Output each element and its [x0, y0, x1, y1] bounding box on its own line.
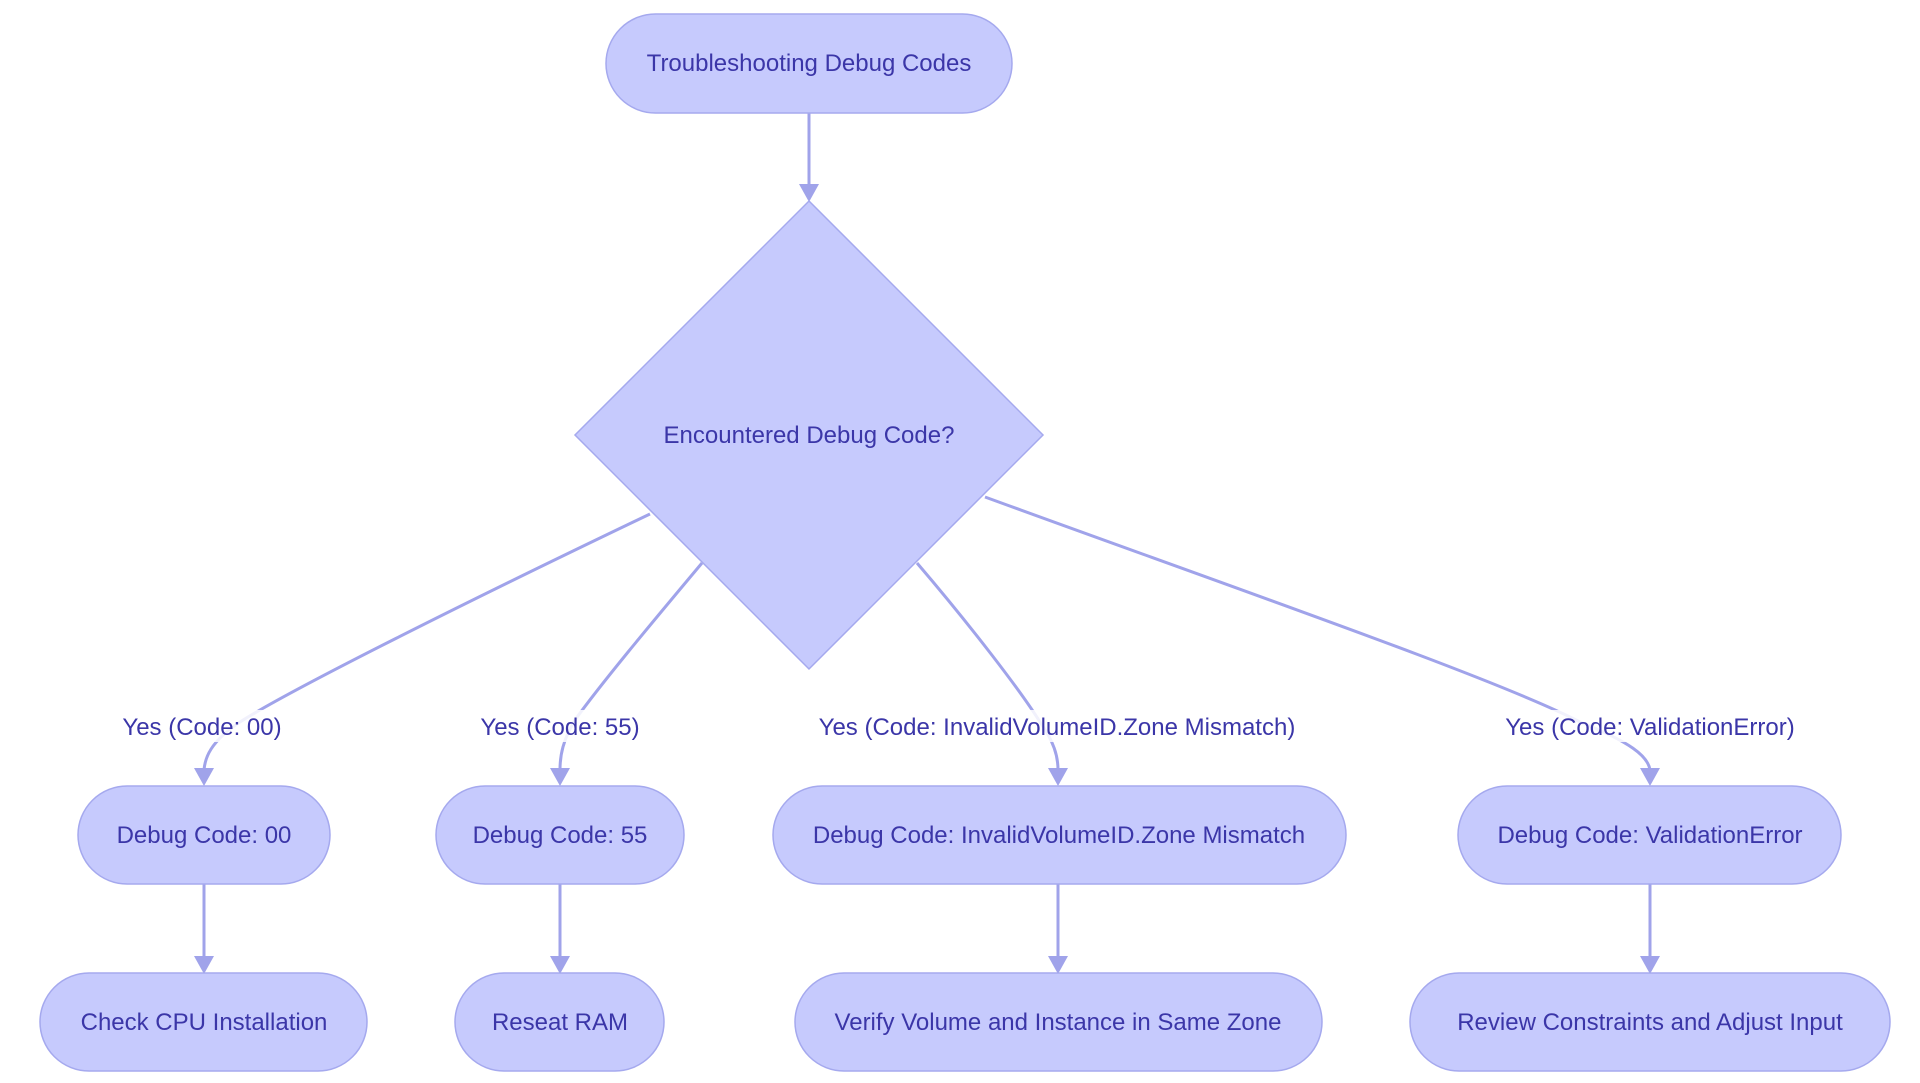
- check-cpu-node: Check CPU Installation: [39, 972, 368, 1072]
- decision-node: Encountered Debug Code?: [573, 199, 1045, 671]
- debug-code-zone-label: Debug Code: InvalidVolumeID.Zone Mismatc…: [813, 822, 1305, 849]
- edge-label-code55: Yes (Code: 55): [476, 710, 644, 742]
- verify-volume-label: Verify Volume and Instance in Same Zone: [835, 1009, 1282, 1036]
- edge-start-to-decision: [799, 113, 819, 202]
- edge-code55-to-ram: [550, 884, 570, 974]
- edge-label-code55-text: Yes (Code: 55): [480, 714, 639, 741]
- edge-label-codezone-text: Yes (Code: InvalidVolumeID.Zone Mismatch…: [819, 714, 1296, 741]
- edge-decision-to-codevalidation: [984, 495, 1660, 786]
- debug-code-validation-node: Debug Code: ValidationError: [1457, 785, 1842, 885]
- edge-codezone-to-verify: [1048, 884, 1068, 974]
- edge-label-codezone: Yes (Code: InvalidVolumeID.Zone Mismatch…: [812, 710, 1302, 742]
- reseat-ram-node: Reseat RAM: [454, 972, 665, 1072]
- review-constraints-label: Review Constraints and Adjust Input: [1457, 1009, 1843, 1036]
- debug-code-validation-label: Debug Code: ValidationError: [1497, 822, 1802, 849]
- edge-code00-to-cpu: [194, 884, 214, 974]
- verify-volume-node: Verify Volume and Instance in Same Zone: [794, 972, 1323, 1072]
- start-node: Troubleshooting Debug Codes: [605, 13, 1013, 114]
- debug-code-00-node: Debug Code: 00: [77, 785, 331, 885]
- check-cpu-label: Check CPU Installation: [81, 1009, 328, 1036]
- debug-code-00-label: Debug Code: 00: [117, 822, 292, 849]
- debug-code-55-label: Debug Code: 55: [473, 822, 648, 849]
- review-constraints-node: Review Constraints and Adjust Input: [1409, 972, 1891, 1072]
- edge-decision-to-code55: [550, 562, 704, 786]
- debug-code-zone-node: Debug Code: InvalidVolumeID.Zone Mismatc…: [772, 785, 1347, 885]
- debug-code-55-node: Debug Code: 55: [435, 785, 685, 885]
- edge-decision-to-codezone: [915, 562, 1068, 786]
- edge-label-codevalidation-text: Yes (Code: ValidationError): [1505, 714, 1794, 741]
- start-node-label: Troubleshooting Debug Codes: [647, 50, 972, 77]
- edge-label-code00: Yes (Code: 00): [118, 710, 286, 742]
- edge-label-codevalidation: Yes (Code: ValidationError): [1500, 710, 1800, 742]
- decision-node-label: Encountered Debug Code?: [664, 422, 955, 449]
- edge-codevalidation-to-review: [1640, 884, 1660, 974]
- edge-label-code00-text: Yes (Code: 00): [122, 714, 281, 741]
- reseat-ram-label: Reseat RAM: [492, 1009, 628, 1036]
- edge-decision-to-code00: [194, 512, 651, 786]
